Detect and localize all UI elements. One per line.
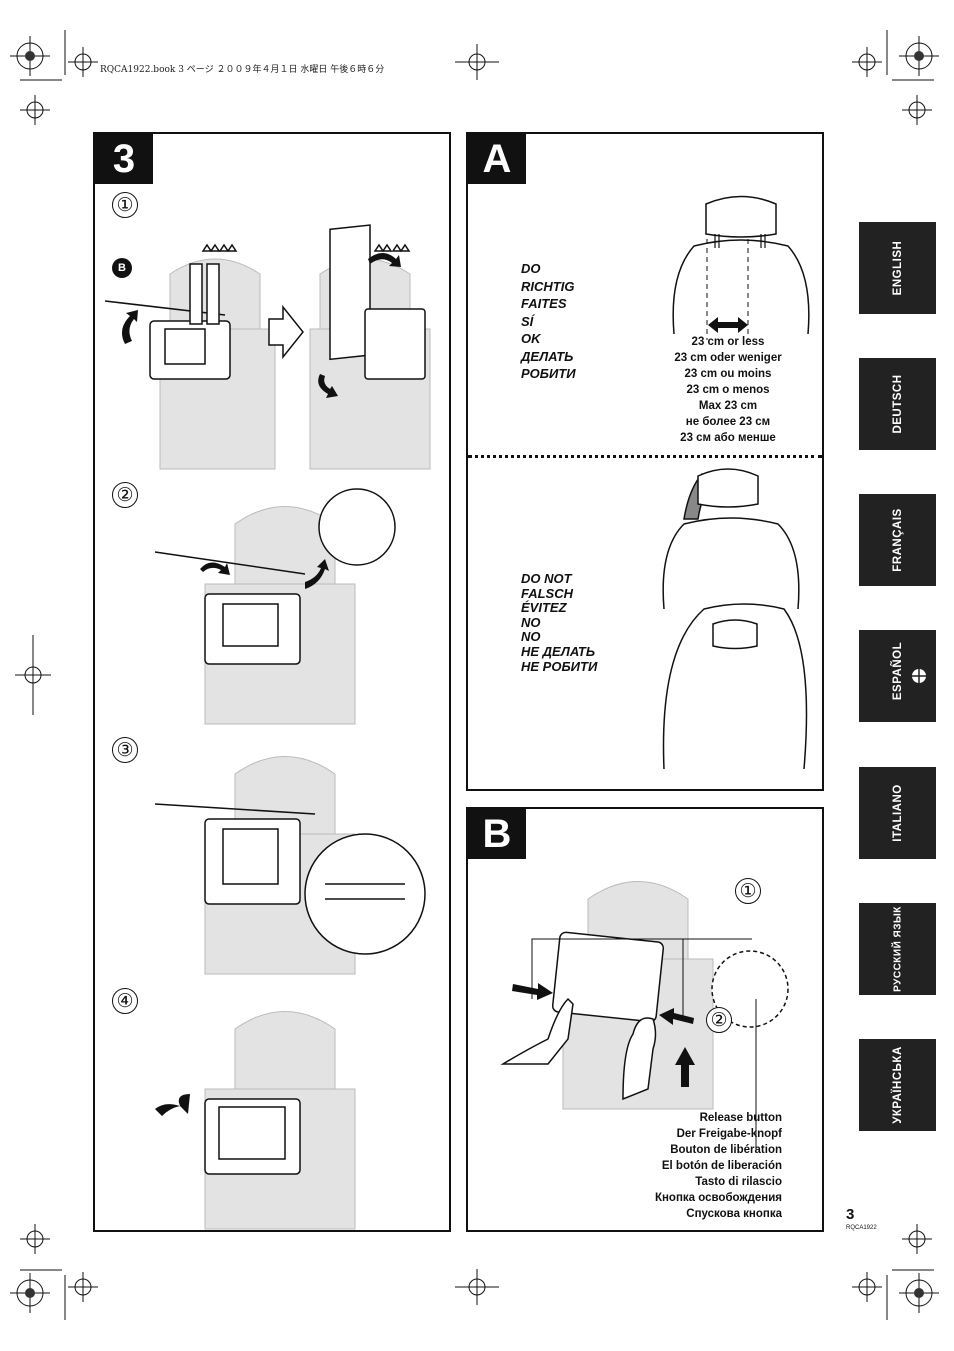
page-number: 3 bbox=[846, 1206, 855, 1223]
distance-line: не более 23 см bbox=[685, 416, 771, 428]
donot-word: NO bbox=[521, 629, 541, 645]
distance-line: 23 cm ou moins bbox=[684, 368, 772, 380]
release-label: Der Freigabe-knopf bbox=[676, 1128, 782, 1140]
removal-illustration bbox=[500, 881, 789, 1149]
step-2-illustration bbox=[154, 488, 396, 725]
donot-words-list: DO NOT FALSCH ÉVITEZ NO NO НЕ ДЕЛАТЬ НЕ … bbox=[521, 571, 598, 674]
headrest-incorrect-diagram bbox=[662, 468, 808, 770]
release-label: Release button bbox=[699, 1112, 782, 1124]
do-word: ДЕЛАТЬ bbox=[521, 348, 574, 364]
release-label: Tasto di rilascio bbox=[695, 1176, 782, 1188]
tab-italiano[interactable]: ITALIANO bbox=[859, 767, 936, 859]
tab-russian[interactable]: РУССКИЙ ЯЗЫК bbox=[859, 903, 936, 995]
tab-francais[interactable]: FRANÇAIS bbox=[859, 494, 936, 586]
panel-a-tag: A bbox=[468, 134, 526, 184]
tab-label: ITALIANO bbox=[891, 784, 904, 842]
file-header-line: RQCA1922.book 3 ページ ２００９年４月１日 水曜日 午後６時６分 bbox=[100, 65, 385, 75]
donot-word: DO NOT bbox=[521, 571, 572, 586]
step-3-illustration bbox=[154, 756, 426, 975]
distance-line: 23 cm o menos bbox=[686, 384, 770, 396]
dotted-divider bbox=[468, 455, 822, 458]
step-2-marker: ② bbox=[112, 482, 138, 508]
doc-code: RQCA1922 bbox=[846, 1225, 877, 1231]
panel-3-installation-steps: 3 ① B ② bbox=[93, 132, 451, 1232]
tab-label: ESPAÑOL bbox=[891, 642, 904, 701]
distance-line: 23 см або менше bbox=[680, 432, 776, 444]
step-1-marker: ① bbox=[112, 192, 138, 218]
callout-b-marker: B bbox=[112, 258, 132, 278]
do-word: DO bbox=[521, 261, 541, 276]
do-word: OK bbox=[521, 331, 541, 346]
do-word: FAITES bbox=[521, 296, 567, 311]
distance-line: 23 cm or less bbox=[691, 336, 765, 348]
step-4-marker: ④ bbox=[112, 988, 138, 1014]
step-4-illustration bbox=[155, 1011, 356, 1230]
donot-word: NO bbox=[521, 614, 541, 630]
tab-label: УКРАЇНСЬКА bbox=[891, 1046, 904, 1124]
panel-b-removal: B ① ② Release button Der Freigabe-knopf … bbox=[466, 807, 824, 1232]
panel-a-headrest-spacing: A DO RICHTIG FAITES SÍ OK ДЕЛАТЬ РОБИТИ … bbox=[466, 132, 824, 791]
distance-line: Max 23 cm bbox=[698, 400, 758, 412]
max-distance-label: 23 cm or less 23 cm oder weniger 23 cm o… bbox=[648, 334, 808, 446]
distance-line: 23 cm oder weniger bbox=[674, 352, 782, 364]
panel-b-step-2-marker: ② bbox=[706, 1007, 732, 1033]
tab-english[interactable]: ENGLISH bbox=[859, 222, 936, 314]
release-button-labels: Release button Der Freigabe-knopf Bouton… bbox=[655, 1110, 782, 1222]
step-1-illustration bbox=[104, 224, 431, 470]
release-label: Bouton de libération bbox=[670, 1144, 782, 1156]
tab-espanol[interactable]: ESPAÑOL bbox=[859, 630, 936, 722]
registration-crosshair-icon bbox=[909, 666, 929, 686]
do-word: RICHTIG bbox=[521, 278, 575, 294]
panel-b-step-1-marker: ① bbox=[735, 878, 761, 904]
tab-label: FRANÇAIS bbox=[891, 508, 904, 572]
donot-word: НЕ ДЕЛАТЬ bbox=[521, 643, 596, 659]
tab-deutsch[interactable]: DEUTSCH bbox=[859, 358, 936, 450]
tab-label: DEUTSCH bbox=[891, 374, 904, 434]
panel-b-tag: B bbox=[468, 809, 526, 859]
release-label: Спускова кнопка bbox=[686, 1208, 782, 1220]
step-3-marker: ③ bbox=[112, 737, 138, 763]
release-label: El botón de liberación bbox=[661, 1160, 782, 1172]
tab-ukrainian[interactable]: УКРАЇНСЬКА bbox=[859, 1039, 936, 1131]
headrest-correct-diagram bbox=[672, 195, 810, 340]
release-label: Кнопка освобождения bbox=[654, 1192, 782, 1204]
tab-label: РУССКИЙ ЯЗЫК bbox=[892, 906, 903, 992]
donot-word: FALSCH bbox=[521, 585, 573, 601]
do-word: РОБИТИ bbox=[521, 366, 576, 381]
panel-3-tag: 3 bbox=[95, 134, 153, 184]
tab-label: ENGLISH bbox=[891, 240, 904, 296]
donot-word: ÉVITEZ bbox=[521, 600, 567, 616]
donot-word: НЕ РОБИТИ bbox=[521, 658, 598, 674]
do-word: SÍ bbox=[521, 313, 534, 329]
do-words-list: DO RICHTIG FAITES SÍ OK ДЕЛАТЬ РОБИТИ bbox=[521, 260, 576, 383]
